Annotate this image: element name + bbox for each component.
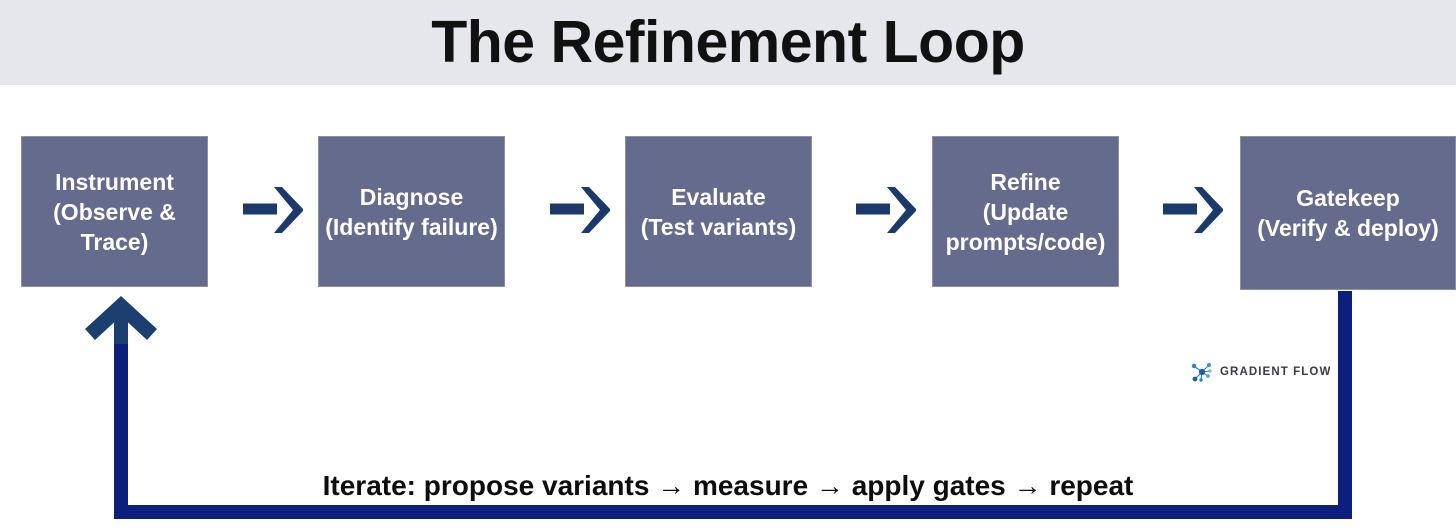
gradient-flow-node-network-icon <box>1190 360 1214 384</box>
stage-label-line1: Instrument <box>55 168 174 195</box>
feedback-loop-caption: Iterate: propose variants → measure → ap… <box>322 470 1134 501</box>
stage-label-line2: (Verify & deploy) <box>1257 215 1439 241</box>
stage-box-gatekeep: Gatekeep (Verify & deploy) <box>1240 136 1456 290</box>
stage-label-line1: Evaluate <box>671 183 766 210</box>
arrow-right-icon <box>856 179 918 241</box>
stage-box-refine: Refine (Update prompts/code) <box>932 136 1119 287</box>
feedback-loop-left-segment <box>114 330 128 511</box>
stage-label-line2: (Update <box>982 198 1069 225</box>
stage-box-evaluate: Evaluate (Test variants) <box>625 136 812 287</box>
stage-label-line1: Gatekeep <box>1296 185 1400 211</box>
header-band <box>0 0 1456 85</box>
stage-label-line2: (Test variants) <box>640 213 797 240</box>
feedback-loop-right-segment <box>1338 291 1352 511</box>
stage-label-line2: (Identify failure) <box>325 213 498 240</box>
page-title: The Refinement Loop <box>431 9 1025 75</box>
stage-box-diagnose: Diagnose (Identify failure) <box>318 136 505 287</box>
arrow-right-icon <box>243 179 305 241</box>
gradient-flow-logo-text: GRADIENT FLOW <box>1220 366 1332 378</box>
arrow-right-icon <box>550 179 612 241</box>
arrow-up-icon <box>85 296 157 344</box>
stage-label-line2: (Observe & Trace) <box>53 198 176 255</box>
arrow-right-icon <box>1163 179 1225 241</box>
gradient-flow-logo: GRADIENT FLOW <box>1190 360 1331 384</box>
stage-label-line1: Diagnose <box>359 183 464 210</box>
stage-box-instrument: Instrument (Observe & Trace) <box>21 136 208 287</box>
feedback-loop-bottom-segment <box>114 505 1352 519</box>
stage-label-line3: prompts/code) <box>945 228 1106 255</box>
stage-label-line1: Refine <box>990 168 1061 195</box>
